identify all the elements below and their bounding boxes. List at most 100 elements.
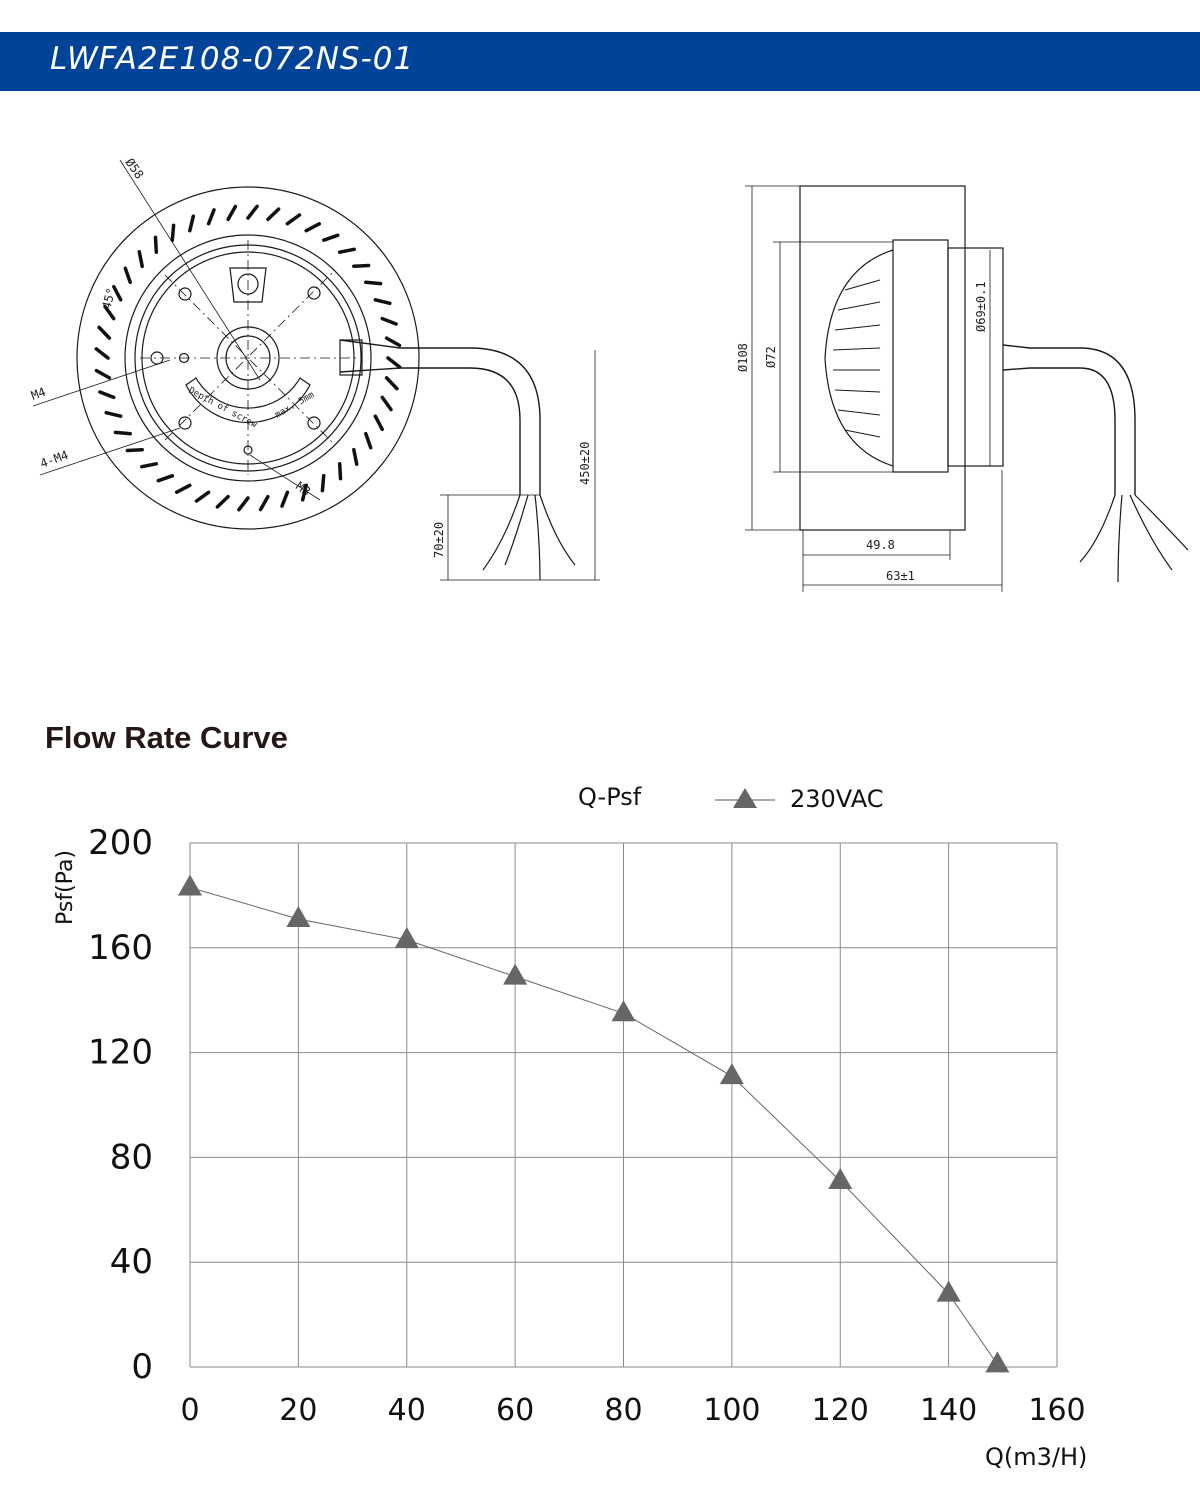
dim-dia-108: Ø108: [736, 343, 750, 372]
impeller-blade: [258, 494, 270, 512]
y-tick-label: 40: [110, 1242, 153, 1282]
housing-body: [799, 185, 966, 531]
impeller-blade: [337, 462, 343, 481]
data-point-marker: [503, 963, 528, 985]
x-tick-label: 0: [180, 1393, 199, 1428]
y-tick-label: 80: [110, 1137, 153, 1177]
data-point-marker: [936, 1280, 961, 1302]
x-tick-label: 160: [1028, 1393, 1085, 1428]
dim-4-m4: 4-M4: [38, 448, 70, 471]
y-tick-label: 200: [88, 823, 153, 863]
impeller-blades: [94, 204, 402, 512]
flow-rate-chart: 0 20 40 60 80 100 120 140 160 0 40 80 120 160 200 Q-Ps…: [53, 783, 1087, 1471]
mount-hole: [178, 416, 192, 430]
cable: [339, 339, 541, 495]
impeller-blade: [384, 336, 402, 348]
impeller-blade: [373, 414, 384, 432]
impeller-blade: [380, 395, 393, 412]
impeller-blade: [266, 207, 281, 222]
y-tick-label: 120: [88, 1033, 153, 1073]
impeller-blade: [113, 430, 132, 436]
x-tick-label: 20: [279, 1393, 317, 1428]
impeller-blade: [174, 483, 192, 494]
impeller-blade: [98, 390, 116, 400]
impeller-blade: [140, 462, 159, 469]
data-point-marker: [828, 1167, 853, 1189]
legend-series-label: 230VAC: [790, 785, 883, 813]
impeller-blade: [226, 204, 238, 222]
impeller-blade: [123, 266, 132, 285]
mount-hole: [307, 416, 321, 430]
dim-width-49: 49.8: [866, 538, 895, 552]
impeller-blade: [384, 376, 399, 391]
mount-hole: [307, 286, 321, 300]
impeller-blade: [352, 263, 371, 269]
x-tick-label: 140: [920, 1393, 977, 1428]
impeller-blade: [94, 347, 110, 360]
legend-title: Q-Psf: [578, 783, 642, 811]
logo-badge: [229, 267, 267, 303]
x-tick-label: 60: [496, 1393, 534, 1428]
dim-m4: M4: [29, 385, 47, 403]
y-axis-label: Psf(Pa): [53, 850, 78, 925]
impeller-blade: [194, 490, 211, 503]
data-point-marker: [985, 1351, 1010, 1373]
impeller-inner-ring: [124, 234, 372, 482]
series-line: [189, 887, 998, 1365]
header-bar: [0, 32, 1200, 91]
data-point-marker: [394, 926, 419, 948]
x-tick-label: 40: [388, 1393, 426, 1428]
impeller-blade: [125, 447, 144, 453]
dim-dia-72: Ø72: [764, 346, 778, 368]
impeller-blade: [364, 431, 373, 450]
dim-dia-58: Ø58: [123, 156, 147, 182]
impeller-blade: [386, 356, 402, 369]
dim-dia-69: Ø69±0.1: [974, 281, 988, 332]
impeller-blade: [337, 247, 356, 254]
technical-drawing: Ø58 45° M4 4-M4 M3 Depth of screw max. 5…: [29, 156, 1189, 592]
data-point-marker: [719, 1063, 744, 1085]
impeller-blade: [153, 235, 159, 254]
impeller-blade: [215, 494, 230, 509]
mount-hole: [178, 287, 192, 301]
data-point-marker: [178, 874, 202, 896]
dim-width-63: 63±1: [886, 569, 915, 583]
impeller-blade: [206, 208, 216, 226]
data-point-marker: [611, 1000, 636, 1022]
data-point-marker: [286, 905, 311, 927]
dim-m3: M3: [293, 479, 313, 499]
dim-lead-length: 70±20: [432, 522, 446, 558]
impeller-blade: [380, 316, 398, 326]
impeller-outer-ring: [76, 186, 420, 530]
impeller-blade: [112, 284, 123, 302]
x-tick-label: 120: [812, 1393, 869, 1428]
impeller-blade: [364, 280, 383, 286]
x-tick-label: 80: [604, 1393, 642, 1428]
impeller-blade: [103, 304, 116, 321]
section-title: Flow Rate Curve: [45, 720, 288, 755]
screw-slot: [185, 377, 311, 424]
y-tick-label: 160: [88, 928, 153, 968]
x-tick-label: 100: [703, 1393, 760, 1428]
screw-note-2: max. 5mm: [274, 390, 317, 420]
impeller-blade: [321, 233, 340, 242]
impeller-blade: [280, 490, 290, 508]
dim-cable-length: 450±20: [578, 442, 592, 485]
y-tick-label: 0: [131, 1347, 153, 1387]
impeller-blade: [352, 447, 359, 466]
impeller-blade: [170, 223, 176, 242]
impeller-blade: [373, 298, 392, 306]
x-axis-label: Q(m3/H): [985, 1443, 1087, 1471]
impeller-blade: [320, 474, 326, 493]
impeller-blade: [246, 204, 259, 220]
impeller-blade: [104, 410, 123, 418]
impeller-blade: [137, 250, 144, 269]
impeller-blade: [94, 368, 112, 380]
dim-angle: 45°: [99, 286, 118, 311]
legend-marker: [733, 788, 757, 808]
impeller-blade: [188, 214, 196, 233]
impeller-blade: [97, 325, 112, 340]
model-title: LWFA2E108-072NS-01: [50, 41, 415, 77]
impeller-blade: [237, 496, 250, 512]
impeller-blade: [304, 222, 322, 233]
